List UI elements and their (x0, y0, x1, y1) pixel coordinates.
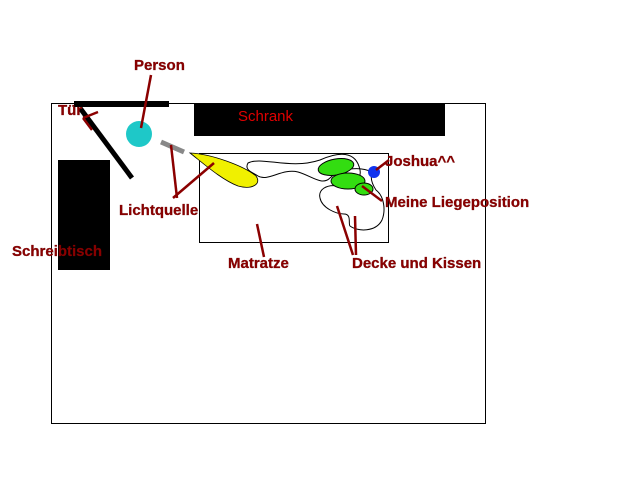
leader-decke (353, 215, 358, 256)
label-tuer: Tür (58, 102, 82, 119)
person-marker (126, 121, 152, 147)
leader-decke (335, 205, 355, 256)
label-schrank: Schrank (238, 108, 294, 125)
label-decke: Decke und Kissen (352, 255, 481, 272)
leader-liege (361, 185, 383, 202)
door-leaf (77, 106, 135, 180)
label-person: Person (134, 57, 185, 74)
label-joshua: Joshua^^ (385, 153, 455, 170)
leader-licht (169, 144, 179, 199)
leader-tuer (82, 117, 93, 131)
door-frame (74, 101, 169, 107)
label-lichtquelle: Lichtquelle (119, 202, 198, 219)
leader-joshua (375, 159, 390, 171)
wardrobe (194, 103, 445, 136)
label-liegeposition: Meine Liegeposition (385, 194, 529, 211)
leader-licht (172, 162, 215, 199)
light-cone (188, 152, 259, 188)
leader-person (139, 74, 153, 129)
lamp (160, 139, 185, 155)
label-matratze: Matratze (228, 255, 289, 272)
leader-lines (82, 74, 390, 258)
label-schreibtisch: Schreibtisch (12, 243, 102, 260)
desk (58, 160, 110, 270)
leader-tuer (82, 110, 99, 120)
leader-matratze (255, 223, 266, 258)
blanket-outline (246, 153, 385, 231)
